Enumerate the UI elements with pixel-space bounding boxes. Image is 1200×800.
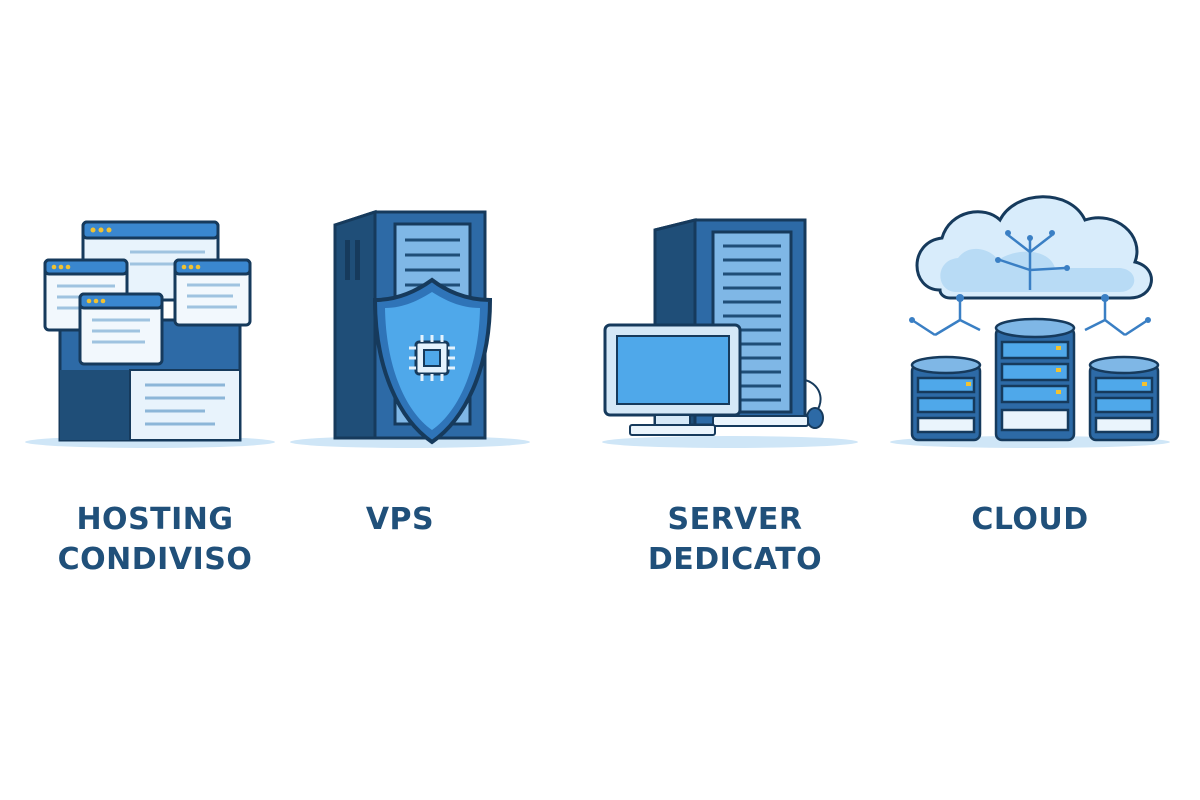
- label-line: HOSTING: [76, 502, 234, 537]
- label-dedicated-server: SERVER DEDICATO: [585, 500, 885, 580]
- label-line: SERVER: [667, 502, 803, 537]
- label-line: CONDIVISO: [57, 542, 253, 577]
- item-dedicated-server: SERVER DEDICATO: [585, 180, 885, 600]
- label-vps: VPS: [250, 500, 550, 540]
- label-line: VPS: [365, 502, 435, 537]
- vps-server-shield-icon: [290, 209, 530, 448]
- shared-hosting-icon: [25, 220, 275, 448]
- label-shared-hosting: HOSTING CONDIVISO: [5, 500, 305, 580]
- item-cloud: CLOUD: [880, 180, 1180, 600]
- item-vps: VPS: [250, 180, 550, 600]
- label-line: DEDICATO: [647, 542, 823, 577]
- dedicated-server-icon: [602, 218, 858, 448]
- label-line: CLOUD: [971, 502, 1089, 537]
- label-cloud: CLOUD: [880, 500, 1180, 540]
- cloud-database-icon: [890, 195, 1170, 448]
- item-shared-hosting: HOSTING CONDIVISO: [5, 180, 305, 600]
